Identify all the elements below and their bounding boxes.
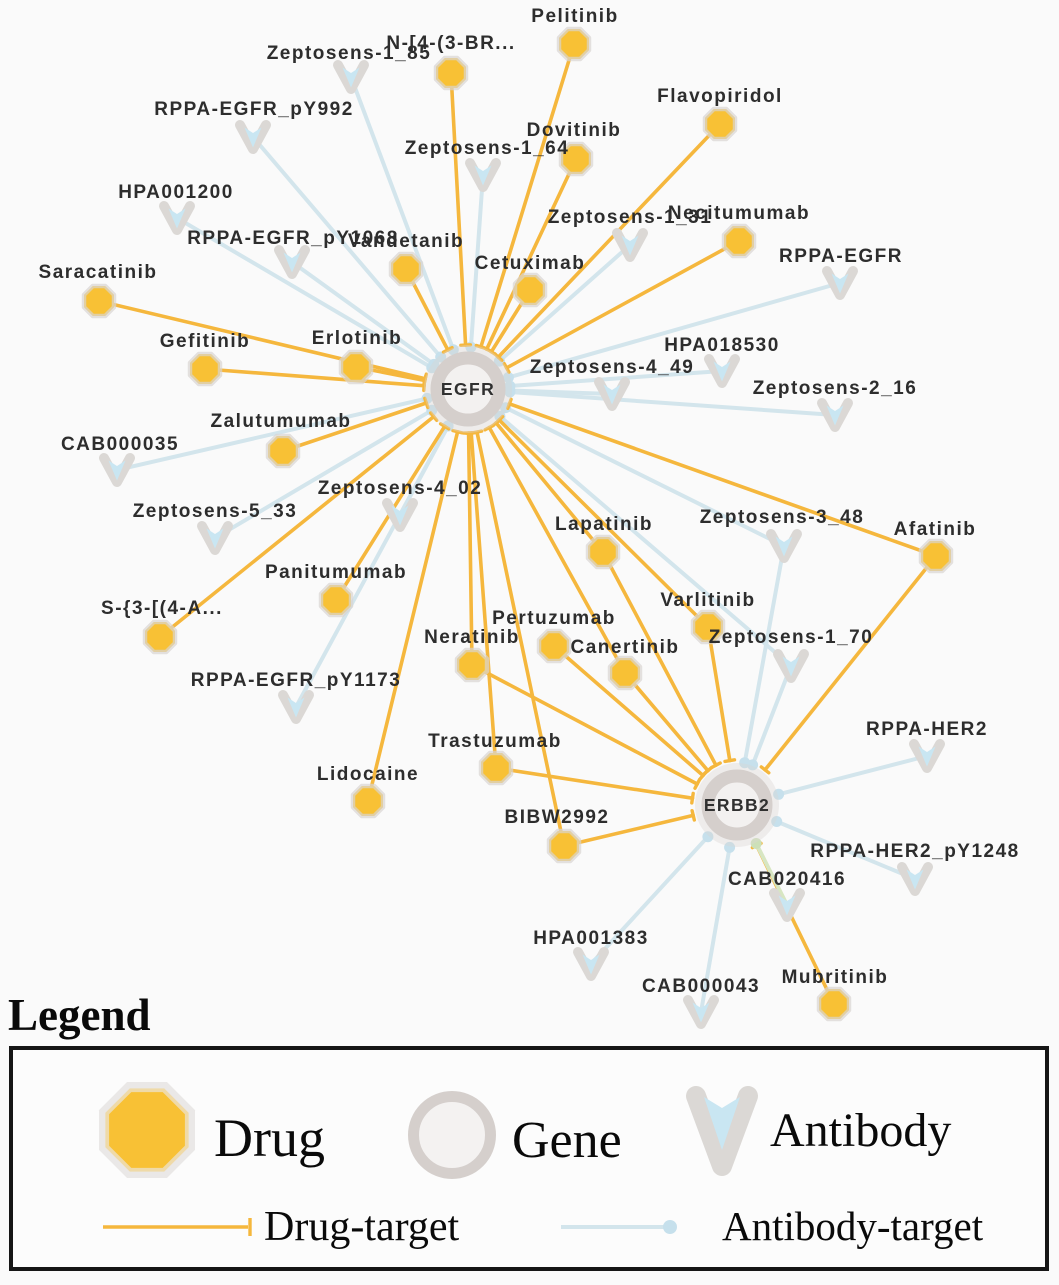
- svg-text:Mubritinib: Mubritinib: [782, 967, 889, 988]
- svg-text:HPA001383: HPA001383: [533, 928, 649, 949]
- svg-text:Trastuzumab: Trastuzumab: [428, 731, 562, 752]
- svg-text:BIBW2992: BIBW2992: [505, 807, 610, 828]
- svg-text:Neratinib: Neratinib: [424, 627, 520, 648]
- svg-text:Zeptosens-1_31: Zeptosens-1_31: [548, 207, 713, 228]
- svg-text:CAB000043: CAB000043: [642, 976, 760, 997]
- svg-text:RPPA-EGFR_pY992: RPPA-EGFR_pY992: [154, 99, 354, 120]
- svg-text:HPA018530: HPA018530: [664, 335, 780, 356]
- svg-text:Zeptosens-3_48: Zeptosens-3_48: [700, 507, 865, 528]
- svg-text:RPPA-HER2: RPPA-HER2: [866, 719, 988, 740]
- svg-text:Erlotinib: Erlotinib: [312, 328, 403, 349]
- svg-text:RPPA-EGFR: RPPA-EGFR: [779, 246, 903, 267]
- svg-text:CAB000035: CAB000035: [61, 434, 179, 455]
- svg-text:Zeptosens-1_85: Zeptosens-1_85: [267, 43, 432, 64]
- svg-text:Varlitinib: Varlitinib: [660, 590, 755, 611]
- svg-text:Zeptosens-1_64: Zeptosens-1_64: [405, 138, 570, 159]
- svg-text:Zeptosens-4_49: Zeptosens-4_49: [530, 357, 695, 378]
- svg-text:RPPA-HER2_pY1248: RPPA-HER2_pY1248: [810, 841, 1020, 862]
- svg-text:Cetuximab: Cetuximab: [475, 253, 586, 274]
- svg-text:Gene: Gene: [512, 1112, 622, 1169]
- svg-text:Zeptosens-4_02: Zeptosens-4_02: [318, 478, 483, 499]
- svg-text:Zeptosens-1_70: Zeptosens-1_70: [709, 627, 874, 648]
- svg-text:Legend: Legend: [8, 990, 151, 1040]
- svg-text:Canertinib: Canertinib: [571, 637, 680, 658]
- svg-text:ERBB2: ERBB2: [704, 795, 770, 815]
- svg-text:RPPA-EGFR_pY1173: RPPA-EGFR_pY1173: [191, 670, 402, 691]
- svg-text:Antibody: Antibody: [770, 1104, 951, 1157]
- svg-text:Zalutumumab: Zalutumumab: [210, 411, 351, 432]
- svg-text:Gefitinib: Gefitinib: [160, 331, 251, 352]
- svg-text:Antibody-target: Antibody-target: [722, 1203, 984, 1249]
- svg-text:Zeptosens-2_16: Zeptosens-2_16: [753, 378, 918, 399]
- svg-text:Zeptosens-5_33: Zeptosens-5_33: [133, 501, 298, 522]
- svg-text:Lidocaine: Lidocaine: [317, 764, 419, 785]
- svg-text:EGFR: EGFR: [441, 379, 495, 399]
- svg-text:CAB020416: CAB020416: [728, 869, 846, 890]
- svg-text:Pelitinib: Pelitinib: [531, 6, 618, 27]
- svg-text:Flavopiridol: Flavopiridol: [657, 86, 783, 107]
- svg-text:RPPA-EGFR_pY1068: RPPA-EGFR_pY1068: [187, 228, 399, 249]
- svg-text:Lapatinib: Lapatinib: [555, 514, 653, 535]
- svg-text:Afatinib: Afatinib: [894, 519, 977, 540]
- svg-text:S-{3-[(4-A...: S-{3-[(4-A...: [101, 598, 223, 619]
- svg-text:HPA001200: HPA001200: [118, 182, 234, 203]
- svg-text:Drug-target: Drug-target: [264, 1204, 459, 1250]
- svg-text:Panitumumab: Panitumumab: [265, 562, 407, 583]
- svg-text:Saracatinib: Saracatinib: [39, 262, 158, 283]
- svg-text:Drug: Drug: [214, 1108, 325, 1168]
- svg-text:Pertuzumab: Pertuzumab: [492, 608, 616, 629]
